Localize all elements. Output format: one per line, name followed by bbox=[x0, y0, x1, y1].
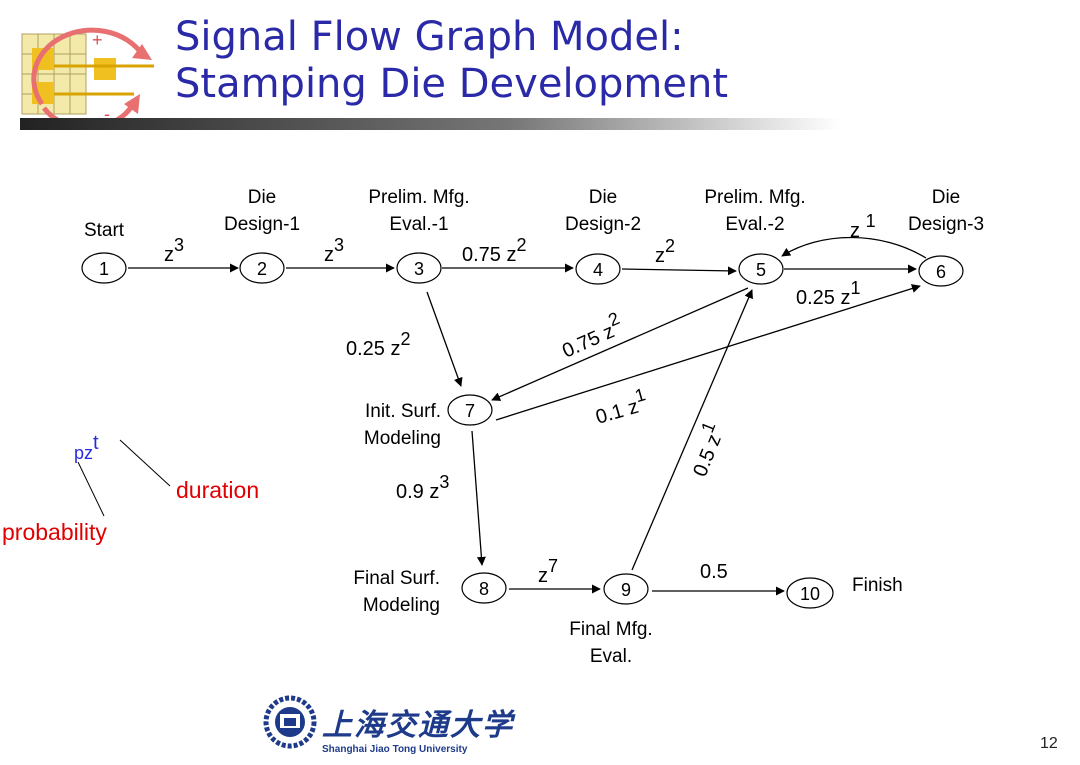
edge-4-5 bbox=[621, 266, 737, 276]
university-name-en: Shanghai Jiao Tong University bbox=[322, 744, 468, 755]
page-number: 12 bbox=[1040, 735, 1058, 752]
node-label: Design-3 bbox=[908, 214, 984, 235]
node-label: Finish bbox=[852, 575, 903, 596]
edge-7-8 bbox=[471, 430, 486, 566]
edge-label-5-6: 0.25 z1 bbox=[796, 278, 861, 309]
title-line-2: Stamping Die Development bbox=[175, 61, 729, 107]
edge-label-3-7: 0.25 z2 bbox=[346, 329, 411, 360]
node-6: 6 bbox=[918, 255, 964, 287]
node-label: Init. Surf. bbox=[365, 401, 441, 422]
university-name-cn: 上海交通大学 bbox=[322, 708, 514, 743]
edge-label-5-7: 0.75 z2 bbox=[555, 308, 627, 363]
edge-label-9-10: 0.5 bbox=[700, 561, 728, 583]
edge-label-3-4: 0.75 z2 bbox=[462, 235, 527, 266]
node-2: 2 bbox=[239, 252, 285, 284]
node-5-id: 5 bbox=[756, 260, 766, 280]
legend-expression: pzt bbox=[74, 432, 99, 463]
node-8-id: 8 bbox=[479, 579, 489, 599]
node-label: Final Mfg. bbox=[569, 619, 652, 640]
legend-probability-label: probability bbox=[2, 519, 107, 545]
node-label: Prelim. Mfg. bbox=[704, 187, 805, 208]
node-label: Modeling bbox=[364, 428, 441, 449]
node-3: 3 bbox=[396, 252, 442, 284]
edge-5-7 bbox=[491, 287, 749, 401]
node-label: Die bbox=[248, 187, 277, 208]
node-6-id: 6 bbox=[936, 262, 946, 282]
edge-label-9-5: 0.5 z1 bbox=[681, 419, 730, 480]
edge-label-2-3: z3 bbox=[324, 235, 344, 266]
node-label: Eval. bbox=[590, 646, 632, 667]
node-label: Eval.-2 bbox=[725, 214, 784, 235]
edge-label-1-2: z3 bbox=[164, 235, 184, 266]
svg-text:+: + bbox=[92, 30, 103, 50]
legend-pointer-probability bbox=[77, 461, 105, 517]
edge-label-4-5: z2 bbox=[655, 236, 675, 267]
node-label: Eval.-1 bbox=[389, 214, 448, 235]
node-2-id: 2 bbox=[257, 259, 267, 279]
node-10-id: 10 bbox=[800, 584, 820, 604]
legend: pzt duration probability bbox=[2, 432, 259, 545]
node-label: Design-2 bbox=[565, 214, 641, 235]
edge-6-5 bbox=[781, 236, 927, 259]
slide-title: Signal Flow Graph Model: Stamping Die De… bbox=[175, 14, 728, 108]
node-label: Design-1 bbox=[224, 214, 300, 235]
title-line-1: Signal Flow Graph Model: bbox=[175, 14, 684, 60]
node-4-id: 4 bbox=[593, 260, 603, 280]
svg-text:-: - bbox=[104, 104, 110, 124]
node-label: Prelim. Mfg. bbox=[368, 187, 469, 208]
university-emblem-icon bbox=[263, 695, 317, 749]
nodes: 1 2 3 4 5 6 7 bbox=[81, 252, 964, 609]
node-3-id: 3 bbox=[414, 259, 424, 279]
edge-3-7 bbox=[426, 291, 463, 387]
node-label: Final Surf. bbox=[353, 568, 440, 589]
node-7: 7 bbox=[447, 394, 493, 426]
node-label: Die bbox=[589, 187, 618, 208]
node-5: 5 bbox=[738, 253, 784, 285]
edge-7-6 bbox=[495, 284, 921, 421]
edge-label-7-6: 0.1 z1 bbox=[591, 384, 651, 429]
node-9-id: 9 bbox=[621, 580, 631, 600]
edge-9-5 bbox=[631, 289, 753, 571]
node-1: 1 bbox=[81, 252, 127, 284]
node-1-id: 1 bbox=[99, 259, 109, 279]
edge-label-8-9: z7 bbox=[538, 556, 558, 587]
title-rule bbox=[20, 118, 840, 130]
node-7-id: 7 bbox=[465, 401, 475, 421]
node-9: 9 bbox=[603, 573, 649, 605]
logo-icon: + - bbox=[21, 27, 154, 124]
edge-label-6-5: z 1 bbox=[850, 211, 876, 242]
legend-pointer-duration bbox=[119, 439, 171, 487]
edges bbox=[128, 236, 927, 596]
node-4: 4 bbox=[575, 253, 621, 285]
node-label: Start bbox=[84, 220, 125, 241]
node-label: Die bbox=[932, 187, 961, 208]
node-8: 8 bbox=[461, 572, 507, 604]
node-10: 10 bbox=[786, 577, 834, 609]
node-label: Modeling bbox=[363, 595, 440, 616]
legend-duration-label: duration bbox=[176, 477, 259, 503]
edge-label-7-8: 0.9 z3 bbox=[396, 472, 449, 503]
node-labels: Start Die Design-1 Prelim. Mfg. Eval.-1 … bbox=[84, 187, 984, 667]
